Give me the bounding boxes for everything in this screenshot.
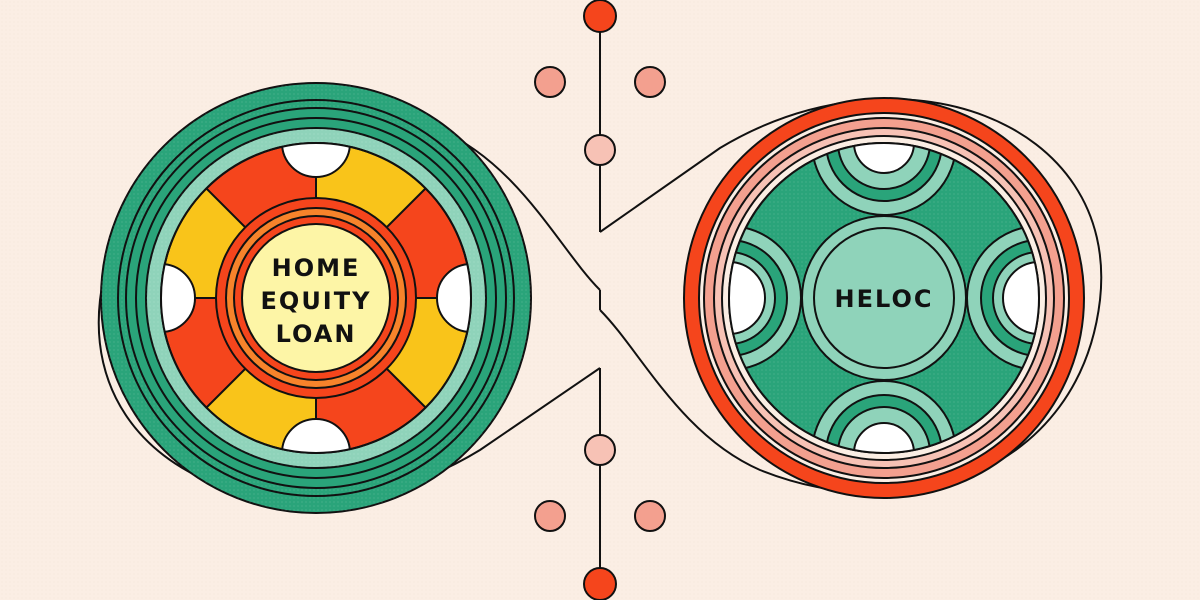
left-node-label: HOME EQUITY LOAN: [261, 254, 372, 348]
right-node-label: HELOC: [835, 285, 934, 313]
bottom-node-left: [534, 500, 566, 532]
bottom-connector: [534, 368, 666, 600]
top-node-large: [583, 0, 617, 33]
top-node-mid: [584, 134, 616, 166]
bottom-node-large: [583, 567, 617, 600]
left-label-line-2: EQUITY: [261, 287, 372, 315]
top-node-right: [634, 66, 666, 98]
left-label-line-1: HOME: [272, 254, 361, 282]
top-node-left: [534, 66, 566, 98]
right-label-line-1: HELOC: [835, 285, 934, 313]
left-label-line-3: LOAN: [276, 320, 357, 348]
left-medallion: [100, 82, 532, 514]
bottom-node-mid: [584, 434, 616, 466]
top-connector: [534, 0, 666, 232]
bottom-node-right: [634, 500, 666, 532]
right-medallion: [683, 97, 1085, 499]
